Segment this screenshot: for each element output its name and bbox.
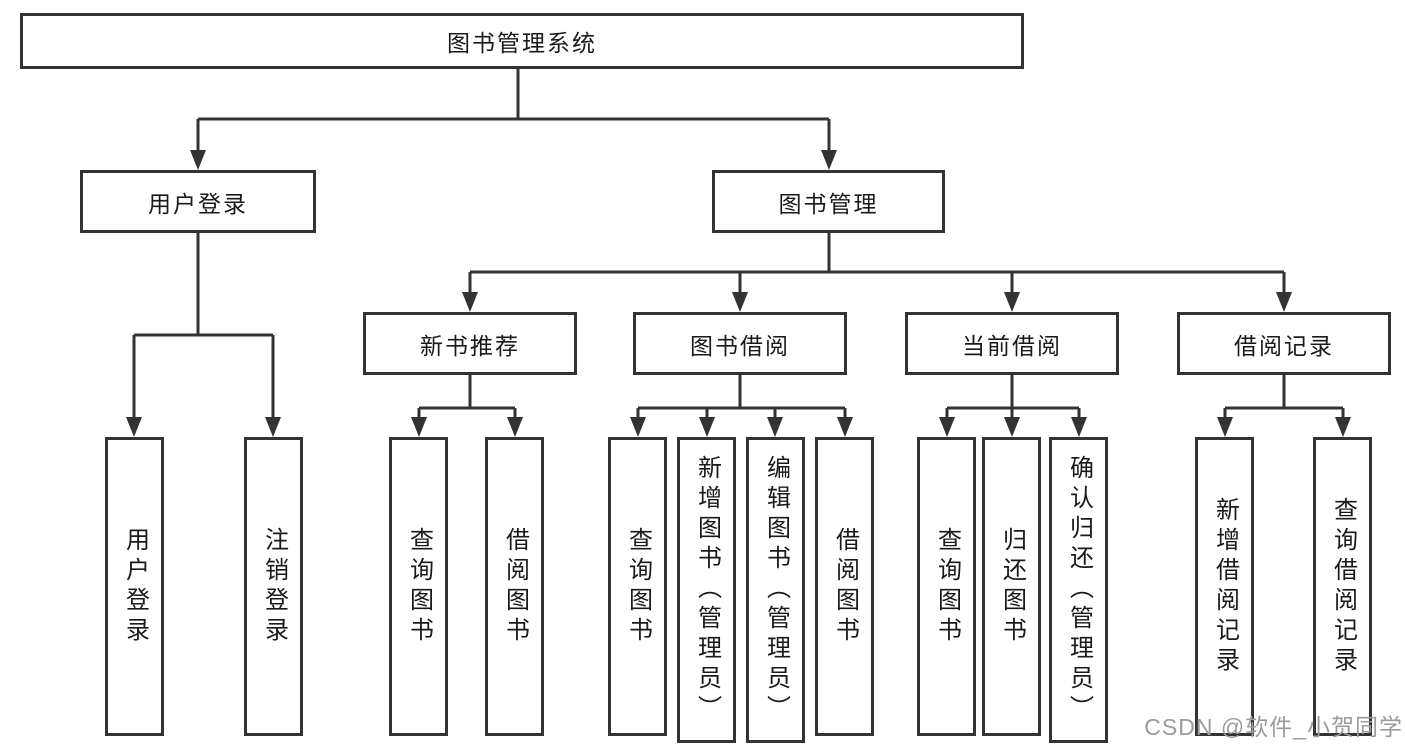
leaf-borrow-books: 借阅图书	[485, 437, 544, 736]
leaf-borrow-books: 借阅图书	[815, 437, 874, 736]
leaf-add-books-admin: 新增图书（管理员）	[677, 437, 736, 743]
leaf-user-login: 用户登录	[105, 437, 164, 736]
leaf-label: 用户登录	[121, 526, 149, 647]
leaf-query-books: 查询图书	[917, 437, 976, 736]
leaf-label: 借阅图书	[501, 526, 529, 647]
leaf-query-books: 查询图书	[608, 437, 667, 736]
leaf-label: 新增图书（管理员）	[693, 455, 721, 725]
leaf-label: 编辑图书（管理员）	[762, 455, 790, 725]
leaf-label: 查询图书	[933, 526, 961, 647]
node-current-borrowing: 当前借阅	[905, 312, 1119, 375]
watermark: CSDN @软件_小贺同学	[1144, 714, 1403, 740]
leaf-label: 确认归还（管理员）	[1065, 455, 1093, 725]
leaf-edit-books-admin: 编辑图书（管理员）	[746, 437, 805, 743]
node-book-borrowing: 图书借阅	[633, 312, 847, 375]
leaf-label: 查询图书	[624, 526, 652, 647]
node-book-management: 图书管理	[712, 170, 945, 233]
leaf-logout: 注销登录	[244, 437, 303, 736]
node-library-management-system: 图书管理系统	[20, 13, 1024, 69]
leaf-label: 查询借阅记录	[1329, 496, 1357, 677]
leaf-return-books: 归还图书	[982, 437, 1041, 736]
leaf-label: 查询图书	[405, 526, 433, 647]
leaf-query-borrow-record: 查询借阅记录	[1313, 437, 1372, 736]
connector-lines	[132, 69, 1345, 418]
node-user-login: 用户登录	[80, 170, 316, 233]
leaf-add-borrow-record: 新增借阅记录	[1195, 437, 1254, 736]
node-borrowing-records: 借阅记录	[1177, 312, 1391, 375]
node-new-book-recommendation: 新书推荐	[363, 312, 577, 375]
leaf-label: 归还图书	[998, 526, 1026, 647]
leaf-confirm-return-admin: 确认归还（管理员）	[1049, 437, 1108, 743]
leaf-label: 借阅图书	[831, 526, 859, 647]
arrowhead-icons	[126, 150, 1351, 437]
leaf-label: 注销登录	[260, 526, 288, 647]
leaf-label: 新增借阅记录	[1211, 496, 1239, 677]
leaf-query-books: 查询图书	[389, 437, 448, 736]
